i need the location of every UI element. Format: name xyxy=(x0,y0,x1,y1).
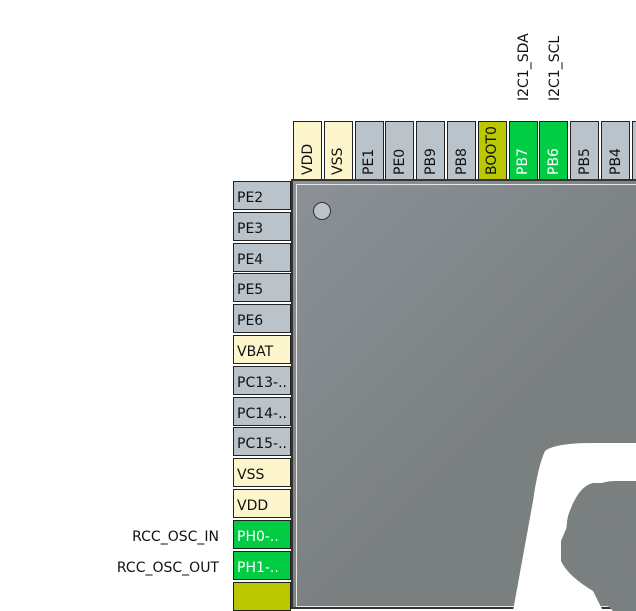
pin-pb7[interactable]: PB7 xyxy=(508,121,538,180)
pin-vss[interactable]: VSS xyxy=(233,458,291,488)
pin-label: PE4 xyxy=(237,251,264,268)
pin-label: PB6 xyxy=(545,148,562,175)
pin-label: PE5 xyxy=(237,282,264,299)
signal-label-ph1: RCC_OSC_OUT xyxy=(116,560,219,576)
pin1-marker-dot xyxy=(313,202,331,220)
pin-pc14[interactable]: PC14-.. xyxy=(233,396,291,426)
pin-vdd[interactable]: VDD xyxy=(233,489,291,518)
pin-label: PE6 xyxy=(237,313,264,330)
pin-label: PH1-.. xyxy=(237,559,279,576)
pin-pb9[interactable]: PB9 xyxy=(416,121,446,180)
pin-pb6[interactable]: PB6 xyxy=(539,121,569,180)
signal-label-ph0: RCC_OSC_IN xyxy=(132,529,219,545)
pin-label: BOOT0 xyxy=(484,126,501,175)
pin-vss[interactable]: VSS xyxy=(323,121,353,180)
pin-label: PC13-.. xyxy=(237,374,287,391)
pin-label: VSS xyxy=(330,147,347,175)
pin-pb5[interactable]: PB5 xyxy=(570,121,600,180)
pin-vbat[interactable]: VBAT xyxy=(233,335,291,364)
pin-pe1[interactable]: PE1 xyxy=(354,121,384,180)
pin-ph0[interactable]: PH0-.. xyxy=(233,519,291,549)
pin-ph1[interactable]: PH1-.. xyxy=(233,550,291,580)
pin-label: PB9 xyxy=(422,148,439,175)
pin-pb8[interactable]: PB8 xyxy=(447,121,476,180)
pin-vdd[interactable]: VDD xyxy=(293,121,322,180)
signal-label-pb6: I2C1_SCL xyxy=(547,35,563,101)
pin-label: PB4 xyxy=(607,148,624,175)
pin-label: PE1 xyxy=(361,148,378,175)
pin-pb4[interactable]: PB4 xyxy=(601,121,630,180)
pin-pc15[interactable]: PC15-.. xyxy=(233,427,291,457)
pin-label: PE3 xyxy=(237,220,264,237)
pin-label: PE2 xyxy=(237,190,264,206)
pin-label: VDD xyxy=(299,143,316,175)
signal-label-pb7: I2C1_SDA xyxy=(516,33,532,101)
pin-partial-top[interactable] xyxy=(632,121,636,180)
pin-label: PH0-.. xyxy=(237,528,279,545)
pin-label: PB8 xyxy=(453,148,470,175)
pin-label: VSS xyxy=(237,467,265,484)
pin-label: PC14-.. xyxy=(237,405,287,422)
pin-label: PC15-.. xyxy=(237,436,287,453)
pin-pe4[interactable]: PE4 xyxy=(233,242,291,272)
pin-pe2[interactable]: PE2 xyxy=(233,181,291,210)
pin-label: PB5 xyxy=(576,148,593,175)
pin-label: PE0 xyxy=(391,148,408,175)
st-logo-icon xyxy=(513,443,636,611)
pin-label: PB7 xyxy=(515,148,532,175)
mcu-chip-body xyxy=(291,179,636,611)
pin-pe6[interactable]: PE6 xyxy=(233,304,291,334)
pin-label: VBAT xyxy=(237,344,274,360)
pin-pe3[interactable]: PE3 xyxy=(233,211,291,241)
pin-pe0[interactable]: PE0 xyxy=(385,121,415,180)
pin-label: VDD xyxy=(237,498,269,514)
pin-boot0[interactable]: BOOT0 xyxy=(477,121,507,180)
pin-pc13[interactable]: PC13-.. xyxy=(233,365,291,395)
pin-partial-left[interactable] xyxy=(233,582,291,611)
pin-pe5[interactable]: PE5 xyxy=(233,273,291,303)
